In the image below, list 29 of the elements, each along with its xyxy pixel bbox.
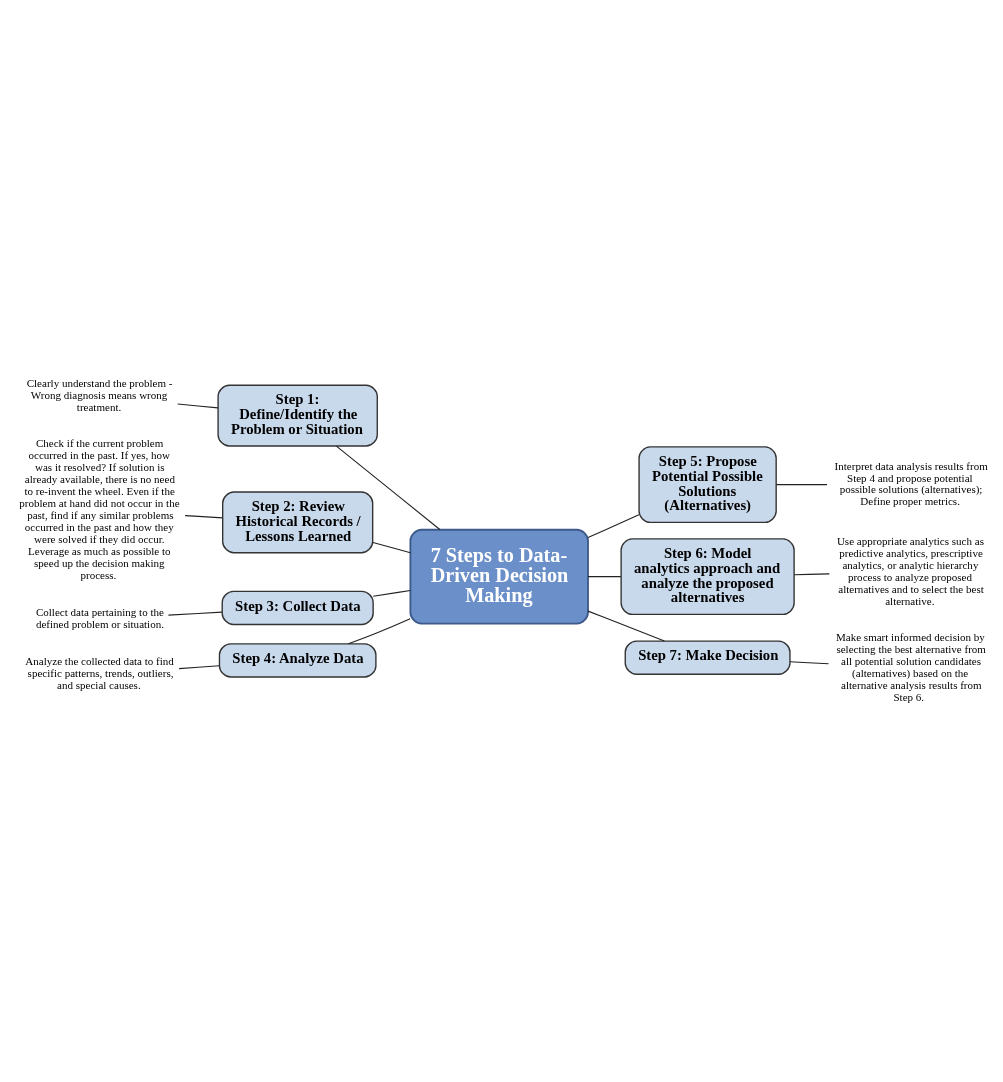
connector [335, 445, 441, 531]
connector [587, 610, 665, 642]
node-box: 7 Steps to Data-Driven Decision Making [409, 528, 589, 625]
node-box: Step 5: Propose Potential Possible Solutions (Alternatives) [638, 446, 777, 524]
node-text: Check if the current problem occurred in the past. If yes, how was it resolved? If solution is already available, there is no need to re-invent the wheel. Even if the problem at hand did not occur in the past, find if any similar problems occurred in the past and how they were solved if they did occur. Leverage as much as possible to speed up the decision making process. [19, 437, 180, 582]
node-text: Make smart informed decision by selecting the best alternative from all potential solution candidates (alternatives) based on the alternative analysis results from Step 6. [835, 630, 986, 703]
node-box: Step 3: Collect Data [221, 590, 374, 626]
node-box: Step 4: Analyze Data [218, 643, 377, 678]
connector [789, 661, 830, 665]
node-text: Collect data pertaining to the defined problem or situation. [35, 605, 164, 630]
node-text: Interpret data analysis results from Step 4 and propose potential possible solutions (alternatives); Define proper metrics. [834, 459, 988, 508]
connector [184, 515, 224, 519]
connector [587, 514, 640, 539]
connector [775, 484, 828, 486]
node-text: Clearly understand the problem - Wrong diagnosis means wrong treatment. [26, 377, 173, 414]
connector [372, 589, 411, 597]
node-text: Use appropriate analytics such as predictive analytics, prescriptive analytics, or analytic hierarchy process to analyze proposed alternatives and to select the best alternative. [836, 535, 984, 607]
node-box: Step 1: Define/Identify the Problem or Situation [217, 384, 378, 447]
connector [587, 576, 622, 578]
node-box: Step 2: Review Historical Records / Lessons Learned [222, 491, 374, 554]
connector [372, 542, 411, 554]
node-box: Step 7: Make Decision [624, 640, 791, 675]
connector [167, 611, 223, 616]
node-text: Analyze the collected data to find specific patterns, trends, outliers, and special causes. [25, 655, 174, 692]
connector [178, 665, 220, 670]
connector [347, 618, 411, 645]
connector [177, 403, 219, 409]
connector [793, 573, 830, 576]
node-box: Step 6: Model analytics approach and analyze the proposed alternatives [620, 538, 795, 616]
